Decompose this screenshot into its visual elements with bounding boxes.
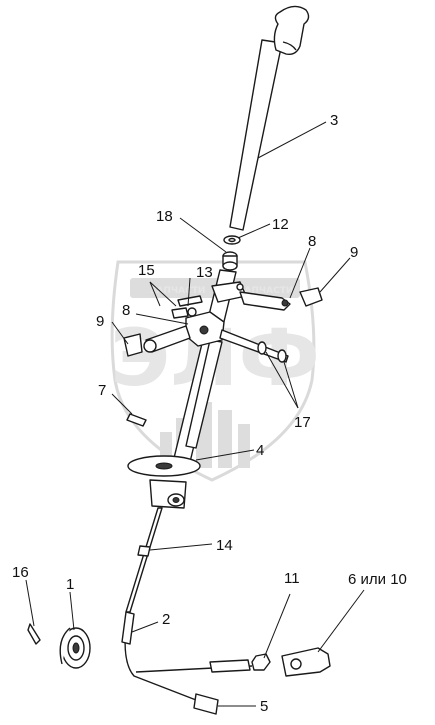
callout-3: 3 xyxy=(330,112,338,129)
callout-13: 13 xyxy=(196,264,213,281)
part-18-collar xyxy=(222,251,238,271)
lever-8-upper xyxy=(239,291,291,311)
callout-8-lower: 8 xyxy=(122,302,130,319)
part-6-fork xyxy=(281,647,331,677)
watermark-shield-outline xyxy=(110,260,316,482)
callout-16: 16 xyxy=(12,564,29,581)
callout-5: 5 xyxy=(260,698,268,715)
callout-9-lower: 9 xyxy=(96,313,104,330)
part-14-sleeve xyxy=(137,545,151,557)
part-7-pin xyxy=(126,413,147,427)
watermark-brand-left: ЗАПЧАСТИ xyxy=(150,286,205,296)
part-1-pulley xyxy=(59,627,91,669)
callout-2: 2 xyxy=(162,611,170,628)
bolts-15 xyxy=(171,307,189,319)
callout-1: 1 xyxy=(66,576,74,593)
watermark-brand-right: ЗАПЧАСТИ xyxy=(238,286,293,296)
callout-18: 18 xyxy=(156,208,173,225)
latch-9-upper xyxy=(299,287,323,307)
linkage-cable xyxy=(121,507,331,715)
callout-labels: 3 18 12 8 9 15 13 8 9 7 17 4 14 16 1 2 1… xyxy=(12,112,407,715)
shift-bracket-assembly xyxy=(123,281,323,363)
callout-15: 15 xyxy=(138,262,155,279)
callout-4: 4 xyxy=(256,442,264,459)
nut-13 xyxy=(187,307,197,317)
part-3-lever-rod xyxy=(229,5,310,231)
callout-9-upper: 9 xyxy=(350,244,358,261)
part-11-nut xyxy=(251,653,271,671)
part-16-cotter xyxy=(27,623,41,645)
callout-6-or-10: 6 или 10 xyxy=(348,571,407,588)
callout-8-upper: 8 xyxy=(308,233,316,250)
part-12-washer xyxy=(223,235,241,245)
callout-17: 17 xyxy=(294,414,311,431)
part-2-cable xyxy=(124,611,197,701)
callout-7: 7 xyxy=(98,382,106,399)
leader-lines xyxy=(25,121,365,707)
callout-11: 11 xyxy=(284,570,300,587)
part-5-end-fitting xyxy=(193,693,219,715)
callout-12: 12 xyxy=(272,216,289,233)
callout-14: 14 xyxy=(216,537,233,554)
part-4-shift-tower xyxy=(127,269,237,509)
latch-9-lower xyxy=(123,333,143,357)
